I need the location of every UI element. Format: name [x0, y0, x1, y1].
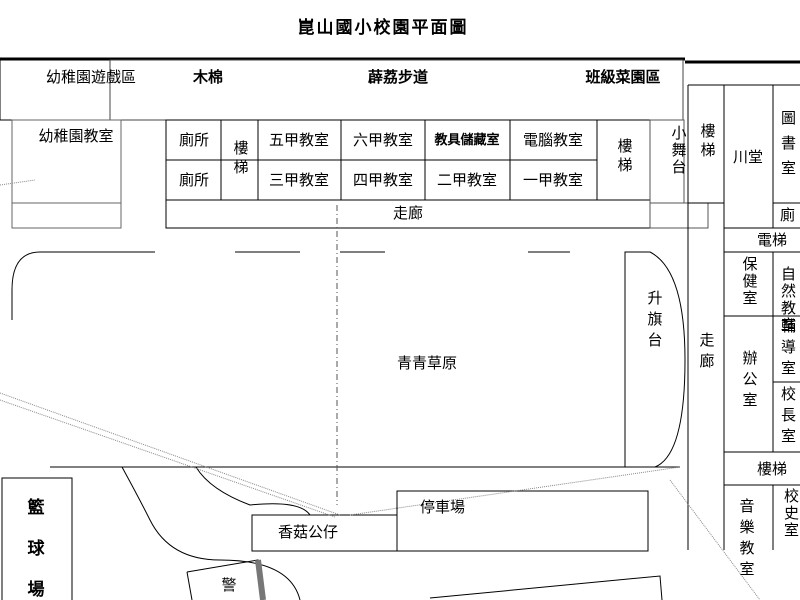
science-room: 自然教室 [779, 266, 797, 334]
stairs-bottom: 樓梯 [757, 460, 788, 478]
hall: 川堂 [732, 148, 764, 166]
parking-lot: 停車場 [420, 498, 466, 516]
garden-area: 班級菜園區 [585, 68, 661, 86]
mushroom-statue: 香菇公仔 [277, 523, 339, 541]
kindergarten-play-area: 幼稚園遊戲區 [45, 68, 137, 86]
toilet-2: 廁所 [178, 171, 210, 189]
classroom: 四甲教室 [352, 171, 414, 189]
history-room: 校史室 [782, 488, 800, 539]
toilet-right: 廁 [780, 206, 796, 224]
elevator: 電梯 [757, 231, 788, 249]
office: 辦公室 [740, 350, 759, 413]
stairs-top: 樓梯 [698, 123, 717, 161]
toilet-1: 廁所 [178, 131, 210, 149]
computer-room: 電腦教室 [522, 131, 584, 149]
classroom: 五甲教室 [268, 131, 330, 149]
principal-room: 校長室 [779, 386, 797, 449]
corridor: 走廊 [392, 204, 424, 222]
flag-stage: 升旗台 [645, 290, 664, 353]
kindergarten-room: 幼稚園教室 [38, 127, 114, 145]
stairs-right: 樓梯 [615, 138, 634, 176]
corridor-right: 走廊 [697, 332, 716, 374]
guard-room: 警 [221, 576, 237, 594]
health-room: 保健室 [740, 256, 759, 307]
music-room: 音樂教室 [739, 497, 759, 578]
storage-room: 教具儲藏室 [434, 133, 500, 148]
basketball-court: 籃球場 [23, 498, 44, 600]
classroom: 一甲教室 [522, 171, 584, 189]
classroom: 二甲教室 [436, 171, 498, 189]
kapok-area: 木棉 [192, 68, 224, 86]
counseling-room: 輔導室 [779, 318, 797, 381]
classroom: 三甲教室 [268, 171, 330, 189]
library: 圖書室 [779, 110, 797, 185]
grass-field: 青青草原 [396, 354, 458, 372]
small-stage: 小舞台 [669, 125, 688, 176]
map-title: 崑山國小校園平面圖 [297, 18, 469, 38]
stairs-left: 樓梯 [231, 140, 250, 178]
classroom: 六甲教室 [352, 131, 414, 149]
path-area: 薜荔步道 [367, 68, 429, 86]
